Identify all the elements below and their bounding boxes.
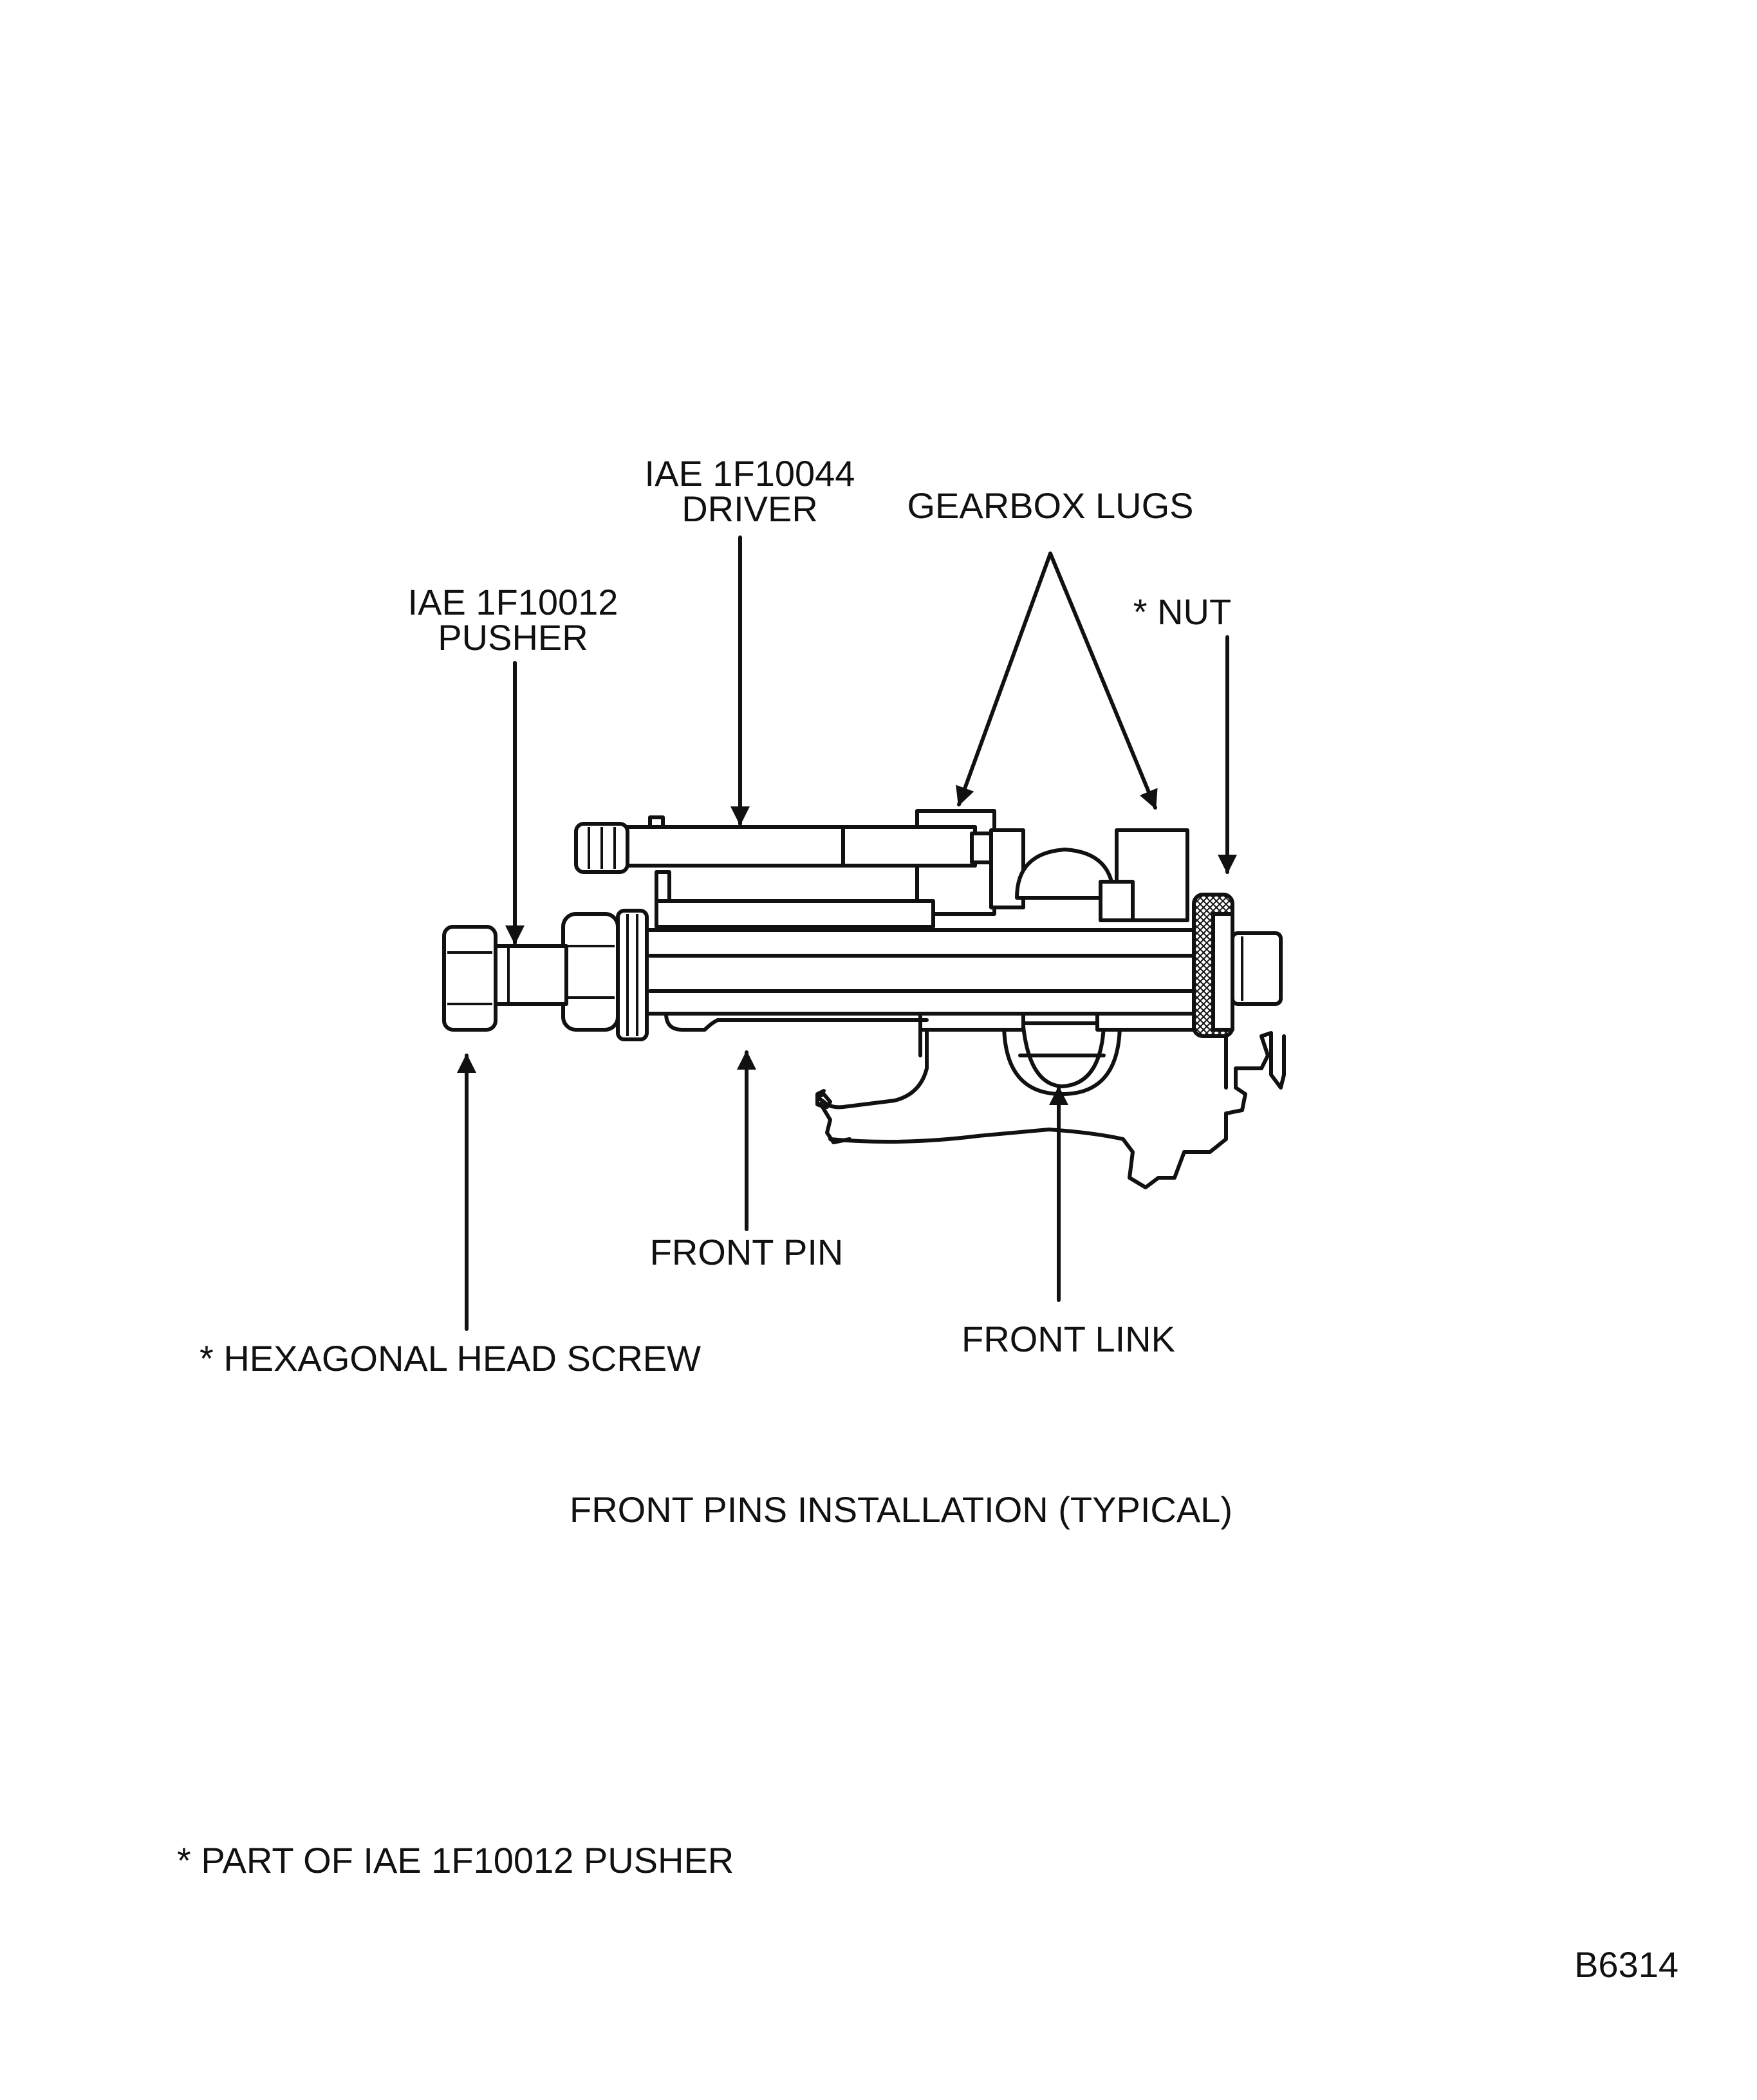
driver-tool (574, 815, 993, 929)
hexagonal-head-screw (442, 925, 497, 1032)
driver-label-line2: DRIVER (682, 488, 818, 529)
assembly-drawing (442, 809, 1286, 1189)
pusher-flange (616, 909, 649, 1041)
screw-shank (487, 944, 568, 1006)
front-link-label: FRONT LINK (962, 1319, 1175, 1359)
gearbox-lug-leader-right (1048, 552, 1158, 810)
nut (1192, 893, 1283, 1038)
figure-caption: FRONT PINS INSTALLATION (TYPICAL) (570, 1489, 1232, 1530)
labels: IAE 1F10044 DRIVER GEARBOX LUGS IAE 1F10… (177, 453, 1678, 1985)
pusher-nut (561, 912, 620, 1032)
gearbox-lugs-label: GEARBOX LUGS (907, 485, 1193, 526)
front-link-upper-boss (1015, 848, 1115, 900)
footnote: * PART OF IAE 1F10012 PUSHER (177, 1840, 734, 1881)
leader-lines (457, 535, 1237, 1331)
driver-label-line1: IAE 1F10044 (645, 453, 855, 494)
hex-screw-label: * HEXAGONAL HEAD SCREW (200, 1338, 701, 1379)
front-pin-label: FRONT PIN (650, 1232, 844, 1272)
pusher-label-line1: IAE 1F10012 (408, 582, 618, 622)
pusher-label-line2: PUSHER (438, 617, 588, 658)
front-pin (642, 928, 1205, 1032)
gearbox-lug-leader-left (956, 552, 1052, 806)
front-link (1002, 1021, 1122, 1096)
gearbox-housing (815, 1018, 1286, 1189)
figure-id: B6314 (1574, 1944, 1678, 1985)
nut-label: * NUT (1133, 591, 1231, 632)
